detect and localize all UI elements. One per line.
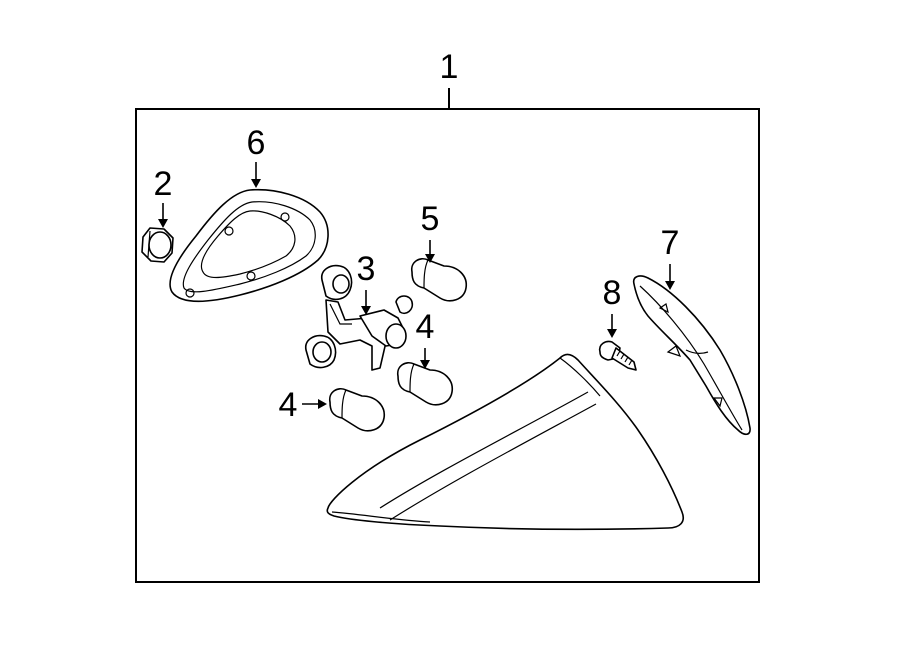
trim-molding-icon — [632, 275, 751, 436]
callout-5-arrowhead — [425, 254, 435, 263]
assembly-frame — [135, 108, 760, 583]
screw-icon — [598, 340, 637, 371]
callout-8: 8 — [603, 274, 622, 312]
callout-6: 6 — [247, 124, 266, 162]
callout-3: 3 — [357, 250, 376, 288]
callout-1: 1 — [440, 48, 459, 86]
bulb-socket-icon — [304, 264, 414, 371]
callout-7-arrowhead — [665, 281, 675, 290]
bulb-icon-upper — [410, 257, 468, 302]
grommet-icon — [141, 227, 174, 263]
bulb-icon-middle — [396, 361, 454, 406]
gasket-icon — [169, 188, 329, 303]
callout-5: 5 — [421, 200, 440, 238]
callout-4-lower: 4 — [279, 386, 298, 424]
callout-3-arrowhead — [361, 306, 371, 315]
callout-2: 2 — [154, 165, 173, 203]
callout-6-arrowhead — [251, 179, 261, 188]
callout-4-lower-arrowhead — [318, 399, 327, 409]
callout-7: 7 — [661, 224, 680, 262]
callout-8-arrowhead — [607, 329, 617, 338]
bulb-icon-lower — [328, 387, 386, 432]
callout-4-upper-arrowhead — [420, 360, 430, 369]
callout-4-upper: 4 — [416, 308, 435, 346]
callout-2-arrowhead — [158, 219, 168, 228]
tail-lamp-assembly-icon — [326, 353, 684, 531]
